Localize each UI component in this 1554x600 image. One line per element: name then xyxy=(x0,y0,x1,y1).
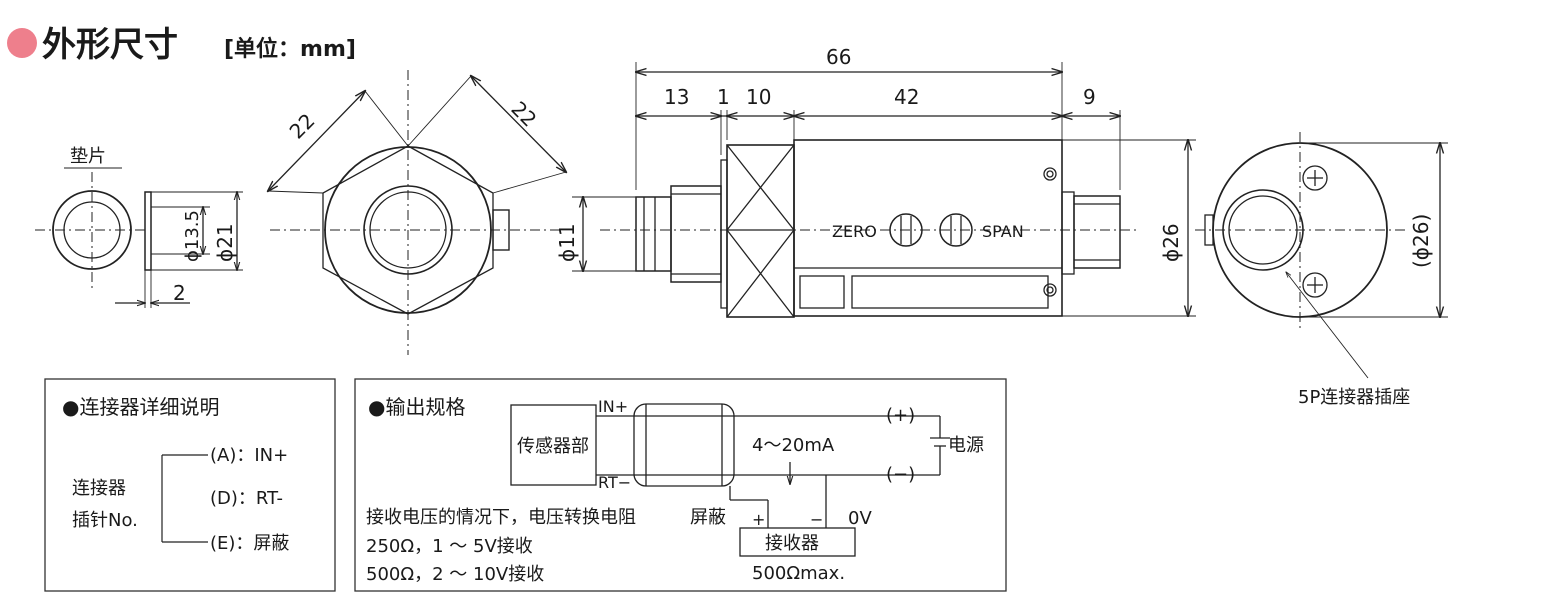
shield-label: 屏蔽 xyxy=(690,507,726,528)
rear-view xyxy=(1195,132,1448,379)
sensor-block-label: 传感器部 xyxy=(517,436,589,457)
note-line-3: 500Ω，2 ～ 10V接收 xyxy=(366,564,544,585)
hex-width-right: 22 xyxy=(506,97,541,132)
receiver-plus: + xyxy=(752,510,765,529)
body-diameter: ϕ26 xyxy=(1159,223,1183,262)
length-10: 10 xyxy=(746,85,771,109)
gasket-view xyxy=(35,167,243,308)
plus-terminal-label: (+) xyxy=(886,405,915,426)
output-panel-title: ●输出规格 xyxy=(368,395,465,419)
minus-terminal-label: (−) xyxy=(886,464,915,485)
in-plus-label: IN+ xyxy=(598,397,628,416)
pin-bracket xyxy=(161,454,208,543)
port-diameter: ϕ11 xyxy=(555,223,579,262)
pin-d: (D)：RT- xyxy=(210,488,283,509)
receiver-label: 接收器 xyxy=(765,533,819,554)
total-length: 66 xyxy=(826,45,851,69)
gasket-label: 垫片 xyxy=(70,146,106,167)
pin-label-line2: 插针No. xyxy=(72,510,138,531)
length-9: 9 xyxy=(1083,85,1096,109)
power-label: 电源 xyxy=(948,435,984,456)
note-line-1: 接收电压的情况下，电压转换电阻 xyxy=(366,507,636,528)
side-view xyxy=(572,62,1196,318)
hex-width-left: 22 xyxy=(285,109,320,144)
title-bullet xyxy=(7,28,37,58)
zero-adjust-label: ZERO xyxy=(832,222,877,241)
pin-a: (A)：IN+ xyxy=(210,445,288,466)
output-spec-panel xyxy=(354,378,1007,592)
gasket-inner-diameter: ϕ13.5 xyxy=(182,210,203,262)
connector-detail-panel xyxy=(44,378,336,592)
wiring-diagram xyxy=(510,403,950,557)
rear-diameter: (ϕ26) xyxy=(1409,214,1433,268)
rt-minus-label: RT− xyxy=(598,473,631,492)
max-load-label: 500Ωmax. xyxy=(752,563,845,584)
page-title: 外形尺寸 xyxy=(42,25,178,65)
hex-front-view xyxy=(268,70,566,355)
current-label: 4～20mA xyxy=(752,435,835,456)
zero-volt-label: 0V xyxy=(848,508,872,529)
pin-label-line1: 连接器 xyxy=(72,478,126,499)
note-line-2: 250Ω，1 ～ 5V接收 xyxy=(366,536,533,557)
connector-socket-label: 5P连接器插座 xyxy=(1298,387,1410,408)
unit-label: [单位：mm] xyxy=(224,36,356,62)
length-13: 13 xyxy=(664,85,689,109)
length-42: 42 xyxy=(894,85,919,109)
connector-panel-title: ●连接器详细说明 xyxy=(62,395,219,419)
pin-e: (E)：屏蔽 xyxy=(210,533,289,554)
gasket-thickness: 2 xyxy=(173,281,186,305)
length-1: 1 xyxy=(717,85,730,109)
receiver-minus: − xyxy=(810,510,823,529)
gasket-outer-diameter: ϕ21 xyxy=(213,223,237,262)
span-adjust-label: SPAN xyxy=(982,222,1024,241)
